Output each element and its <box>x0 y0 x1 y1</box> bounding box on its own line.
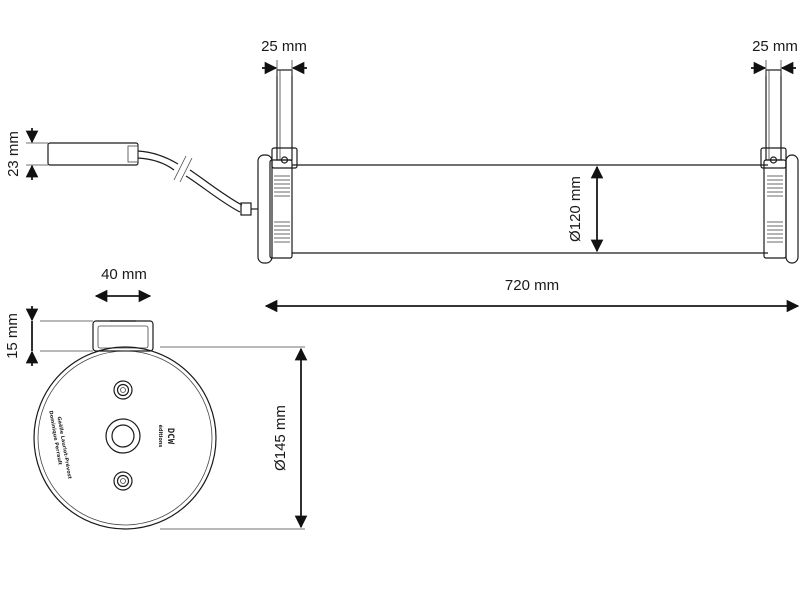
driver-box <box>47 142 139 166</box>
right-end-ribs <box>767 175 783 243</box>
power-cable <box>137 150 258 216</box>
screw-bottom-icon <box>113 471 133 491</box>
dim-bracket-width-label: 40 mm <box>101 266 147 283</box>
mounting-rod-left <box>271 69 298 169</box>
left-end-ribs <box>274 175 290 243</box>
mounting-bracket <box>40 320 154 352</box>
dim-rod-right-label: 25 mm <box>752 38 798 55</box>
end-cap-outer <box>33 346 217 530</box>
tube-body <box>257 154 799 264</box>
dim-box-height-label: 23 mm <box>5 131 22 177</box>
dim-rod-left-label: 25 mm <box>261 38 307 55</box>
end-view: Dominique Perrault Gaëlle Lauriot-Prévos… <box>4 266 308 530</box>
dim-end-cap-diameter-label: Ø145 mm <box>272 405 289 471</box>
dim-end-cap-diameter: Ø145 mm <box>160 346 308 530</box>
logo-text: DCW <box>165 428 175 445</box>
engraving: Dominique Perrault Gaëlle Lauriot-Prévos… <box>47 410 73 480</box>
dim-tube-diameter: Ø120 mm <box>567 165 604 253</box>
dim-rod-left: 25 mm <box>261 38 307 76</box>
dim-rod-right: 25 mm <box>751 38 798 76</box>
screw-top-icon <box>113 380 133 400</box>
logo-sub-text: éditions <box>157 425 164 448</box>
end-cap-inner <box>37 350 213 526</box>
dim-bracket-depth-label: 15 mm <box>4 313 21 359</box>
center-knob-icon <box>105 418 141 454</box>
side-view: 25 mm 25 mm 23 mm Ø120 mm <box>5 38 800 313</box>
dim-box-height: 23 mm <box>5 128 48 180</box>
dim-bracket-width: 40 mm <box>94 266 152 303</box>
dim-bracket-depth: 15 mm <box>4 306 39 366</box>
dim-tube-length: 720 mm <box>264 277 800 313</box>
dim-tube-length-label: 720 mm <box>505 277 559 294</box>
dim-tube-diameter-label: Ø120 mm <box>567 176 584 242</box>
dcw-logo: DCW éditions <box>157 425 175 448</box>
mounting-rod-right <box>760 69 787 169</box>
